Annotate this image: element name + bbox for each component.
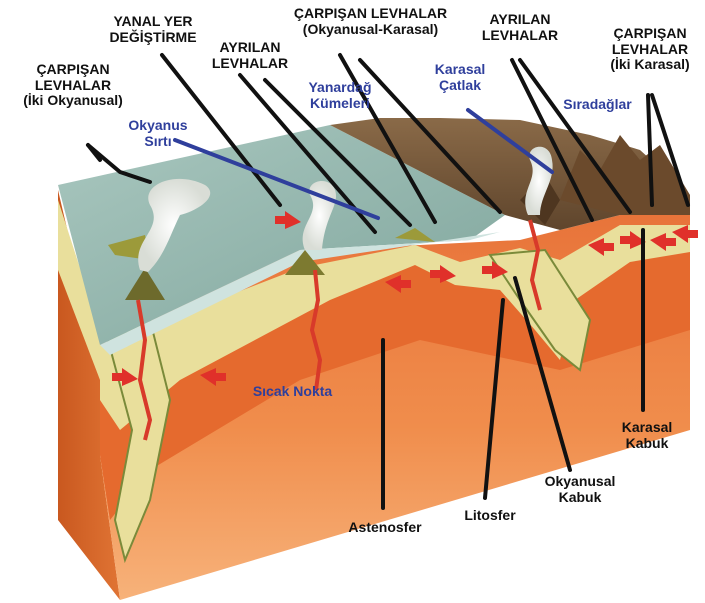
- label-line: Kümeleri: [300, 96, 380, 112]
- label-sicak-nokta: Sıcak Nokta: [245, 384, 340, 400]
- label-karasal-kabuk: Karasal Kabuk: [612, 420, 682, 451]
- label-line: Okyanus: [118, 118, 198, 134]
- label-line: Sıcak Nokta: [245, 384, 340, 400]
- label-astenosfer: Astenosfer: [340, 520, 430, 536]
- label-line: LEVHALAR: [18, 78, 128, 94]
- label-okyanusal-kabuk: Okyanusal Kabuk: [535, 474, 625, 505]
- label-line: Karasal: [425, 62, 495, 78]
- label-karasal-catlak: Karasal Çatlak: [425, 62, 495, 93]
- label-line: Okyanusal: [535, 474, 625, 490]
- label-line: Yanardağ: [300, 80, 380, 96]
- label-line: (Okyanusal-Karasal): [283, 22, 458, 38]
- label-ayrilan-levhalar-2: AYRILAN LEVHALAR: [475, 12, 565, 43]
- label-line: ÇARPIŞAN: [18, 62, 128, 78]
- label-line: Sırtı: [118, 134, 198, 150]
- label-line: Sıradağlar: [555, 97, 640, 113]
- label-line: Kabuk: [535, 490, 625, 506]
- label-ayrilan-levhalar-1: AYRILAN LEVHALAR: [205, 40, 295, 71]
- label-line: (İki Okyanusal): [18, 93, 128, 109]
- label-line: ÇARPIŞAN: [600, 26, 700, 42]
- label-carpisan-iki-okyanusal: ÇARPIŞAN LEVHALAR (İki Okyanusal): [18, 62, 128, 109]
- label-line: Karasal: [612, 420, 682, 436]
- label-yanal-yer-degistirme: YANAL YER DEĞİŞTİRME: [98, 14, 208, 45]
- label-line: Çatlak: [425, 78, 495, 94]
- label-line: ÇARPIŞAN LEVHALAR: [283, 6, 458, 22]
- label-line: (İki Karasal): [600, 57, 700, 73]
- label-litosfer: Litosfer: [455, 508, 525, 524]
- label-line: LEVHALAR: [475, 28, 565, 44]
- label-carpisan-iki-karasal: ÇARPIŞAN LEVHALAR (İki Karasal): [600, 26, 700, 73]
- label-line: LEVHALAR: [600, 42, 700, 58]
- label-line: Kabuk: [612, 436, 682, 452]
- label-siradaglar: Sıradağlar: [555, 97, 640, 113]
- label-line: YANAL YER: [98, 14, 208, 30]
- label-carpisan-okyanusal-karasal: ÇARPIŞAN LEVHALAR (Okyanusal-Karasal): [283, 6, 458, 37]
- label-line: LEVHALAR: [205, 56, 295, 72]
- label-line: DEĞİŞTİRME: [98, 30, 208, 46]
- label-okyanus-sirti: Okyanus Sırtı: [118, 118, 198, 149]
- label-line: AYRILAN: [205, 40, 295, 56]
- label-yanardag-kumeleri: Yanardağ Kümeleri: [300, 80, 380, 111]
- label-line: Litosfer: [455, 508, 525, 524]
- label-line: Astenosfer: [340, 520, 430, 536]
- label-line: AYRILAN: [475, 12, 565, 28]
